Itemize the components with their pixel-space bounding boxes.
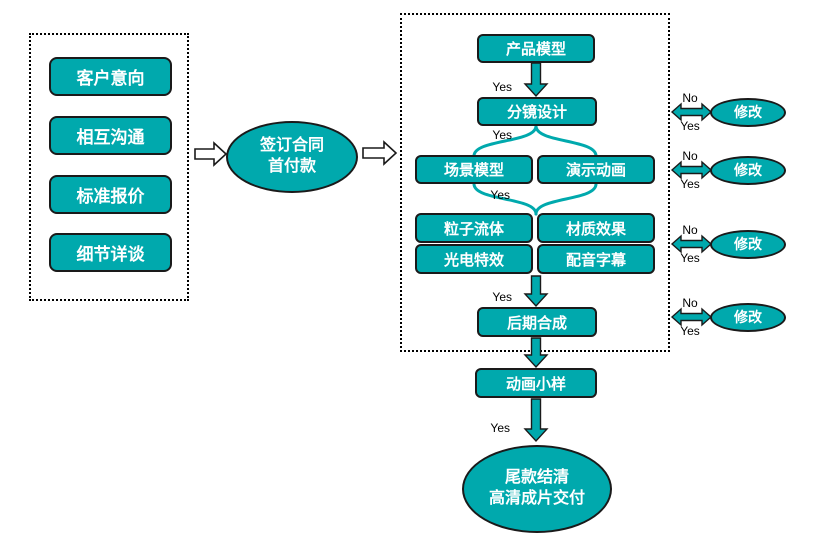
- node-mutual-communication: 相互沟通: [49, 116, 172, 155]
- sign-contract-line1: 签订合同: [259, 137, 324, 155]
- down-arrow-icon: [523, 62, 549, 98]
- yes-label: Yes: [490, 421, 510, 435]
- pre-sales-group-frame: [29, 33, 189, 301]
- node-detail-discussion: 细节详谈: [49, 233, 172, 272]
- right-arrow-icon: [362, 140, 398, 166]
- revise-ellipse-1: 修改: [710, 98, 786, 127]
- sign-contract-line2: 首付款: [267, 158, 316, 175]
- yes-label: Yes: [492, 290, 512, 304]
- node-particle-fluid: 粒子流体: [415, 213, 533, 243]
- yes-label: Yes: [490, 188, 510, 202]
- merge-connector: [472, 182, 538, 216]
- node-lighting-effect: 光电特效: [415, 244, 533, 274]
- no-label: No: [682, 296, 698, 310]
- final-delivery-line1: 尾款结清: [504, 469, 569, 487]
- node-animation-sample: 动画小样: [475, 368, 597, 398]
- node-dubbing-subtitle: 配音字幕: [537, 244, 655, 274]
- revise-ellipse-4: 修改: [710, 303, 786, 332]
- no-label: No: [682, 91, 698, 105]
- revise-ellipse-3: 修改: [710, 230, 786, 259]
- ellipse-sign-contract: 签订合同 首付款: [226, 121, 358, 193]
- split-connector: [534, 124, 598, 158]
- yes-label: Yes: [492, 80, 512, 94]
- no-label: No: [682, 223, 698, 237]
- double-arrow-icon: [670, 160, 713, 180]
- node-storyboard-design: 分镜设计: [477, 97, 597, 126]
- double-arrow-icon: [670, 234, 713, 254]
- double-arrow-icon: [670, 307, 713, 327]
- down-arrow-icon: [523, 337, 549, 369]
- node-customer-intent: 客户意向: [49, 57, 172, 96]
- node-post-composition: 后期合成: [477, 307, 597, 337]
- right-arrow-icon: [194, 141, 228, 167]
- down-arrow-icon: [523, 398, 549, 443]
- node-material-effect: 材质效果: [537, 213, 655, 243]
- revise-ellipse-2: 修改: [710, 156, 786, 185]
- double-arrow-icon: [670, 102, 713, 122]
- yes-label: Yes: [492, 128, 512, 142]
- no-label: No: [682, 149, 698, 163]
- yes-label: Yes: [680, 251, 700, 265]
- final-delivery-line2: 高清成片交付: [488, 490, 585, 507]
- node-scene-model: 场景模型: [415, 155, 533, 184]
- merge-connector: [534, 182, 598, 216]
- node-product-model: 产品模型: [477, 34, 595, 63]
- yes-label: Yes: [680, 119, 700, 133]
- ellipse-final-delivery: 尾款结清 高清成片交付: [462, 445, 612, 533]
- node-demo-animation: 演示动画: [537, 155, 655, 184]
- yes-label: Yes: [680, 177, 700, 191]
- yes-label: Yes: [680, 324, 700, 338]
- split-connector: [472, 124, 538, 158]
- node-standard-quote: 标准报价: [49, 175, 172, 214]
- down-arrow-icon: [523, 275, 549, 308]
